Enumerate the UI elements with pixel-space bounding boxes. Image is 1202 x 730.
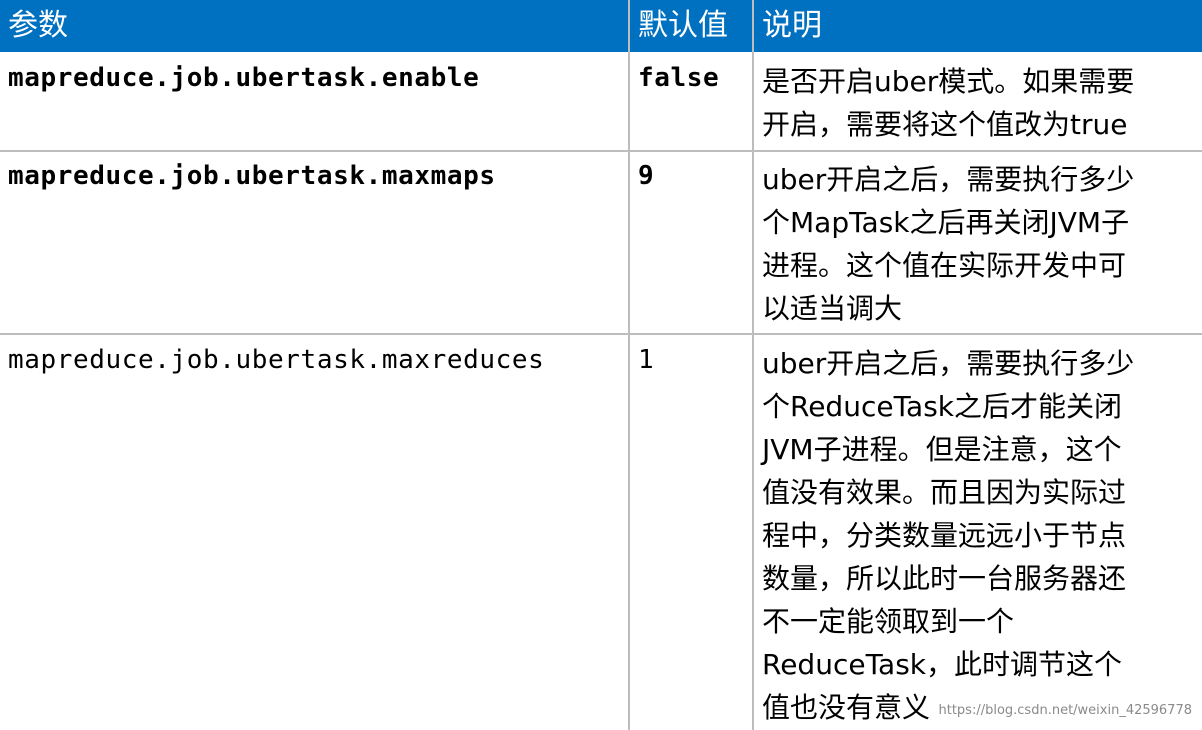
desc-line: 以适当调大 xyxy=(762,292,903,325)
desc-line: 程中，分类数量远远小于节点 xyxy=(762,519,1127,552)
header-default: 默认值 xyxy=(630,0,752,52)
desc-line: JVM子进程。但是注意，这个 xyxy=(762,433,1122,466)
desc-line: 值也没有意义 xyxy=(762,691,931,724)
header-param: 参数 xyxy=(0,0,628,52)
desc-line: 是否开启uber模式。如果需要 xyxy=(762,65,1135,98)
table-row-default: false xyxy=(638,63,720,93)
desc-line: 个MapTask之后再关闭JVM子 xyxy=(762,206,1130,239)
desc-line: 数量，所以此时一台服务器还 xyxy=(762,562,1127,595)
table-row-desc: uber开启之后，需要执行多少 个ReduceTask之后才能关闭 JVM子进程… xyxy=(754,342,1202,729)
desc-line: 不一定能领取到一个 xyxy=(762,605,1015,638)
row-divider xyxy=(0,333,1202,335)
desc-line: uber开启之后，需要执行多少 xyxy=(762,163,1135,196)
desc-line: 值没有效果。而且因为实际过 xyxy=(762,476,1127,509)
row-divider xyxy=(0,150,1202,152)
column-divider xyxy=(628,0,630,730)
table-row-param: mapreduce.job.ubertask.enable xyxy=(8,63,480,93)
table-row-default: 9 xyxy=(638,161,655,191)
desc-line: ReduceTask，此时调节这个 xyxy=(762,648,1122,681)
watermark: https://blog.csdn.net/weixin_42596778 xyxy=(938,703,1192,718)
table-row-default: 1 xyxy=(638,345,655,375)
table-row-desc: 是否开启uber模式。如果需要 开启，需要将这个值改为true xyxy=(754,60,1202,146)
column-divider xyxy=(752,0,754,730)
desc-line: 进程。这个值在实际开发中可 xyxy=(762,249,1127,282)
desc-line: 开启，需要将这个值改为true xyxy=(762,108,1128,141)
table-row-desc: uber开启之后，需要执行多少 个MapTask之后再关闭JVM子 进程。这个值… xyxy=(754,158,1202,330)
table-row-param: mapreduce.job.ubertask.maxmaps xyxy=(8,161,496,191)
desc-line: 个ReduceTask之后才能关闭 xyxy=(762,390,1122,423)
desc-line: uber开启之后，需要执行多少 xyxy=(762,347,1135,380)
header-desc: 说明 xyxy=(754,0,1202,52)
table-row-param: mapreduce.job.ubertask.maxreduces xyxy=(8,345,545,375)
